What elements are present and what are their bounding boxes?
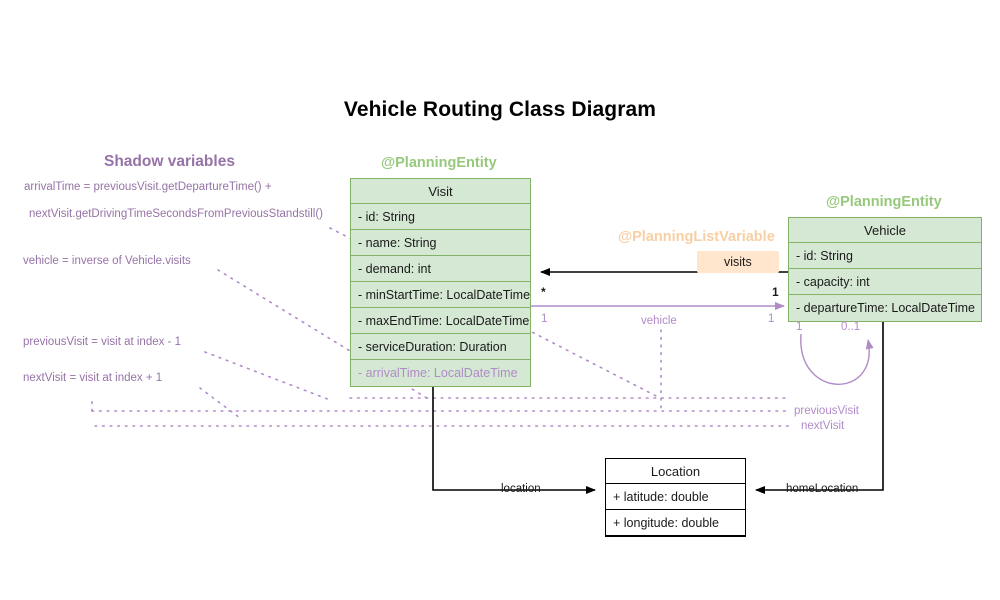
visit-stereotype: @PlanningEntity xyxy=(381,155,497,171)
vehicle-stereotype: @PlanningEntity xyxy=(826,194,942,210)
edge-label-previousvisit: previousVisit xyxy=(794,405,859,417)
edge-label-nextvisit: nextVisit xyxy=(801,420,845,432)
visit-attr-minstarttime: - minStartTime: LocalDateTime xyxy=(351,282,530,308)
vehicle-attr-departuretime: - departureTime: LocalDateTime xyxy=(796,301,976,315)
vehicle-target-multiplicity: 1 xyxy=(768,313,775,325)
vehicle-source-multiplicity: 1 xyxy=(541,313,548,325)
visits-target-multiplicity: * xyxy=(541,285,546,299)
page-title: Vehicle Routing Class Diagram xyxy=(343,98,657,121)
location-class-name: Location xyxy=(606,459,745,484)
selfloop-target-multiplicity: 0..1 xyxy=(841,321,861,333)
shadow-note-arrivaltime-line1: arrivalTime = previousVisit.getDeparture… xyxy=(24,181,272,193)
visit-attr-id: - id: String xyxy=(351,204,530,230)
edge-label-visits: visits xyxy=(697,251,779,273)
selfloop-source-multiplicity: 1 xyxy=(796,321,803,333)
edge-label-location: location xyxy=(501,483,541,495)
visit-attr-demand: - demand: int xyxy=(351,256,530,282)
location-attr-latitude: + latitude: double xyxy=(606,484,745,510)
visit-attr-name: - name: String xyxy=(351,230,530,256)
visits-stereotype: @PlanningListVariable xyxy=(618,229,775,245)
visit-attr-maxendtime: - maxEndTime: LocalDateTime xyxy=(351,308,530,334)
visit-attr-serviceduration: - serviceDuration: Duration xyxy=(351,334,530,360)
vehicle-attr-id: - id: String xyxy=(789,243,981,269)
edge-label-homelocation: homeLocation xyxy=(786,483,859,495)
edge-label-vehicle: vehicle xyxy=(641,315,677,327)
shadow-note-vehicle: vehicle = inverse of Vehicle.visits xyxy=(23,255,191,267)
class-box-visit[interactable]: Visit - id: String - name: String - dema… xyxy=(350,178,531,387)
shadow-variables-heading: Shadow variables xyxy=(104,153,235,170)
shadow-note-nextvisit: nextVisit = visit at index + 1 xyxy=(23,372,163,384)
shadow-note-previousvisit: previousVisit = visit at index - 1 xyxy=(23,336,181,348)
class-box-vehicle[interactable]: Vehicle - id: String - capacity: int - d… xyxy=(788,217,982,322)
visits-source-multiplicity: 1 xyxy=(772,285,779,299)
shadow-note-arrivaltime-line2: nextVisit.getDrivingTimeSecondsFromPrevi… xyxy=(29,208,323,220)
visit-class-name: Visit xyxy=(351,179,530,204)
location-attr-longitude: + longitude: double xyxy=(606,510,745,536)
class-box-location[interactable]: Location + latitude: double + longitude:… xyxy=(605,458,746,537)
vehicle-class-name: Vehicle xyxy=(789,218,981,243)
vehicle-attr-capacity: - capacity: int xyxy=(789,269,981,295)
visit-attr-arrivaltime: - arrivalTime: LocalDateTime xyxy=(358,366,518,380)
